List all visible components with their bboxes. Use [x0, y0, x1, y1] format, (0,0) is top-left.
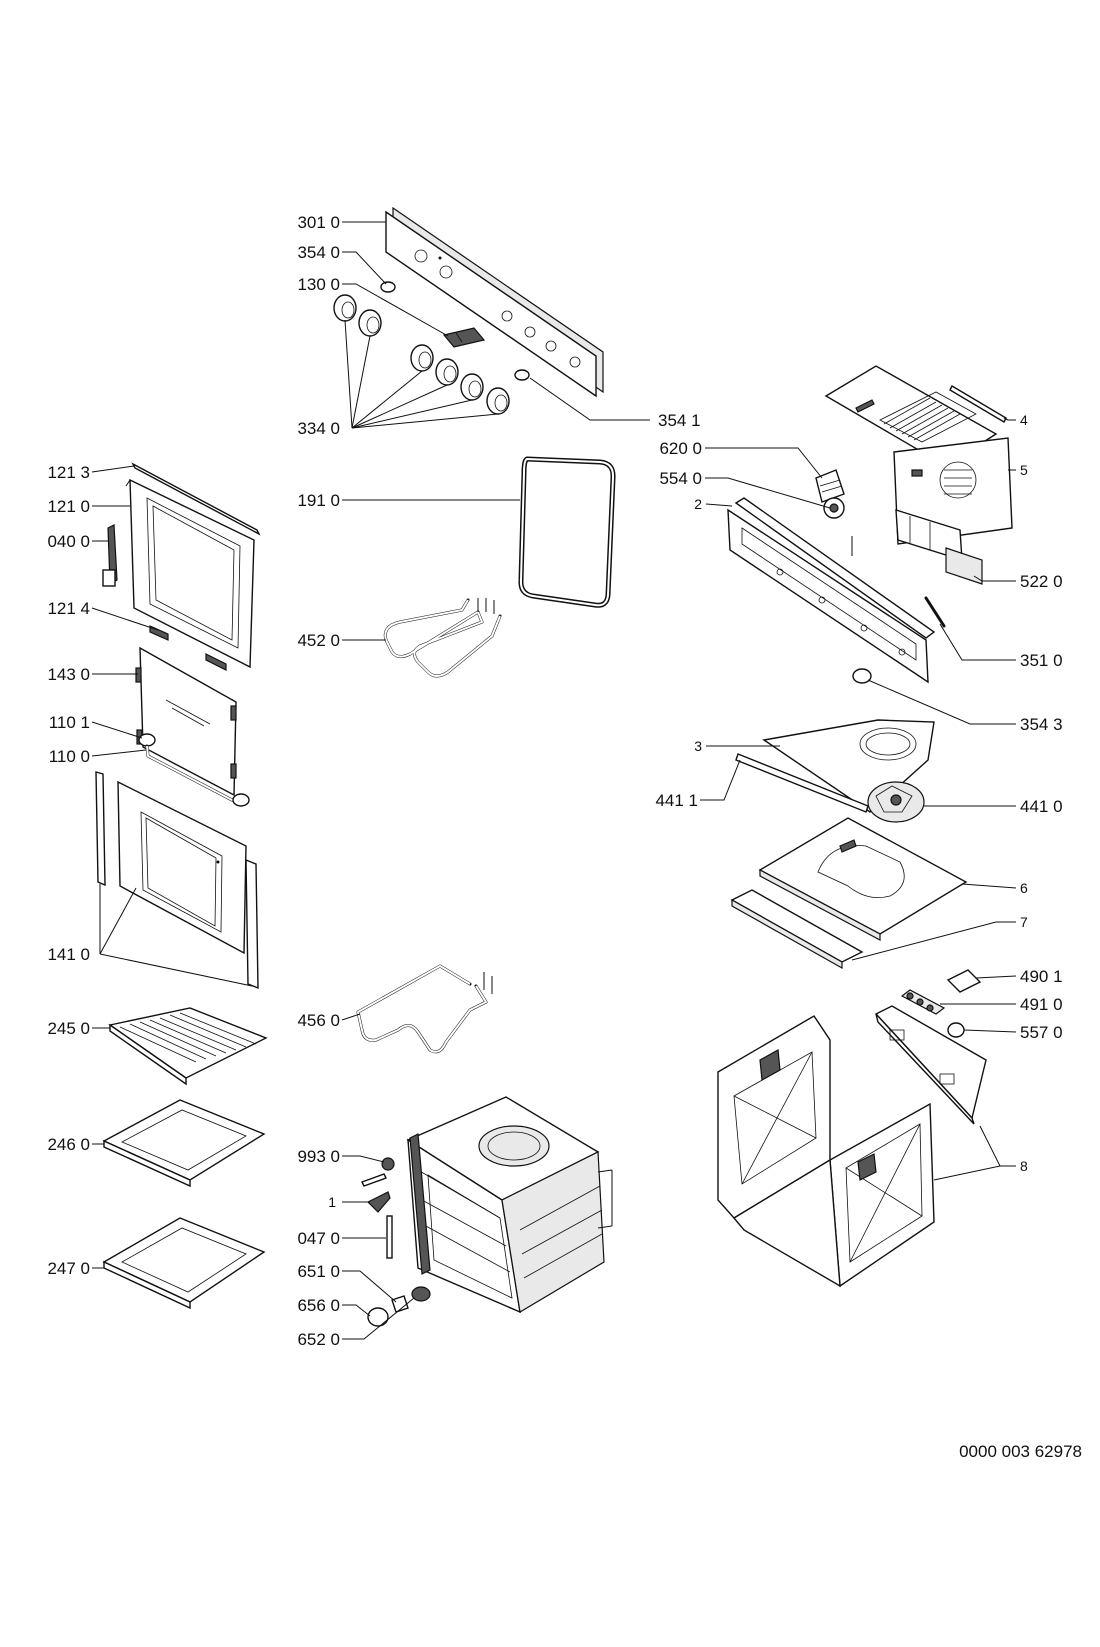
indicator-lamp-354-0 — [380, 281, 396, 293]
label-354-1: 354 1 — [658, 411, 701, 430]
label-130-0: 130 0 — [297, 275, 340, 294]
label-8: 8 — [1020, 1158, 1028, 1174]
part-1 — [366, 1191, 391, 1213]
lamp-354-3 — [852, 668, 872, 684]
oven-cavity — [406, 1096, 613, 1314]
hinge-receiver-047-0 — [386, 1215, 393, 1259]
label-354-3: 354 3 — [1020, 715, 1063, 734]
label-121-4: 121 4 — [47, 599, 90, 618]
top-cover-plate — [824, 365, 998, 467]
fan-nut-993-0 — [361, 1157, 395, 1187]
terminal-block-491-0 — [900, 989, 946, 1015]
door-hinge-040-0 — [102, 524, 118, 587]
label-7: 7 — [1020, 914, 1028, 930]
door-seal-191-0 — [518, 456, 616, 608]
switch-130-0 — [442, 327, 486, 348]
grill-element-452-0 — [383, 598, 502, 678]
document-code: 0000 003 62978 — [959, 1442, 1082, 1461]
label-245-0: 245 0 — [47, 1019, 90, 1038]
label-143-0: 143 0 — [47, 665, 90, 684]
leader-lines — [91, 221, 1017, 1340]
control-panel-fascia — [385, 206, 604, 398]
label-121-0: 121 0 — [47, 497, 90, 516]
label-2: 2 — [694, 496, 702, 512]
label-993-0: 993 0 — [297, 1147, 340, 1166]
label-6: 6 — [1020, 880, 1028, 896]
label-351-0: 351 0 — [1020, 651, 1063, 670]
timer-module-522-0 — [895, 509, 983, 585]
outer-casing-8 — [717, 1015, 935, 1288]
label-652-0: 652 0 — [297, 1330, 340, 1349]
bracket-4 — [949, 385, 1007, 423]
label-554-0: 554 0 — [659, 469, 702, 488]
door-glass-143-0 — [135, 646, 237, 797]
label-5: 5 — [1020, 462, 1028, 478]
rear-panel-5 — [893, 437, 1013, 545]
label-441-1: 441 1 — [655, 791, 698, 810]
baking-tray-247-0 — [102, 1217, 266, 1310]
label-490-1: 490 1 — [1020, 967, 1063, 986]
label-141-0: 141 0 — [47, 945, 90, 964]
label-191-0: 191 0 — [297, 491, 340, 510]
label-522-0: 522 0 — [1020, 572, 1063, 591]
part-labels: 301 0 354 0 130 0 334 0 354 1 191 0 452 … — [47, 213, 1082, 1461]
baking-tray-246-0 — [102, 1099, 266, 1188]
control-knobs-334-0 — [333, 294, 510, 415]
fan-motor-441-0 — [867, 781, 925, 823]
door-inner-frame-121-0 — [125, 478, 255, 669]
lamp-assembly-651-656-652 — [367, 1286, 431, 1327]
gasket-441-1 — [735, 753, 869, 813]
lamp-cover-490-1 — [946, 969, 982, 993]
door-outer-141-0 — [95, 771, 259, 990]
label-110-1: 110 1 — [49, 713, 90, 732]
label-110-0: 110 0 — [49, 747, 90, 766]
label-491-0: 491 0 — [1020, 995, 1063, 1014]
door-handle-110 — [138, 733, 250, 807]
top-panel-6 — [758, 817, 968, 941]
label-040-0: 040 0 — [47, 532, 90, 551]
knob-557-0 — [947, 1022, 965, 1038]
control-bracket-2 — [727, 497, 936, 684]
bottom-element-456-0 — [356, 964, 493, 1054]
side-panel-right — [874, 1005, 987, 1125]
selector-switch-554-0 — [823, 497, 853, 556]
label-651-0: 651 0 — [297, 1262, 340, 1281]
front-trim-7 — [730, 889, 864, 970]
indicator-lamp-354-1 — [514, 369, 530, 381]
label-557-0: 557 0 — [1020, 1023, 1063, 1042]
label-354-0: 354 0 — [297, 243, 340, 262]
sensor-351-0 — [924, 596, 946, 628]
thermostat-620-0 — [815, 469, 845, 503]
label-3: 3 — [694, 738, 702, 754]
label-656-0: 656 0 — [297, 1296, 340, 1315]
door-spacers-121-4 — [149, 625, 227, 671]
label-334-0: 334 0 — [297, 419, 340, 438]
label-456-0: 456 0 — [297, 1011, 340, 1030]
label-441-0: 441 0 — [1020, 797, 1063, 816]
label-301-0: 301 0 — [297, 213, 340, 232]
wire-shelf-245-0 — [108, 1007, 268, 1086]
label-452-0: 452 0 — [297, 631, 340, 650]
door-top-trim-121-3 — [131, 462, 261, 536]
label-047-0: 047 0 — [297, 1229, 340, 1248]
label-620-0: 620 0 — [659, 439, 702, 458]
label-121-3: 121 3 — [47, 463, 90, 482]
label-1: 1 — [328, 1194, 336, 1210]
label-4: 4 — [1020, 412, 1028, 428]
label-247-0: 247 0 — [47, 1259, 90, 1278]
label-246-0: 246 0 — [47, 1135, 90, 1154]
